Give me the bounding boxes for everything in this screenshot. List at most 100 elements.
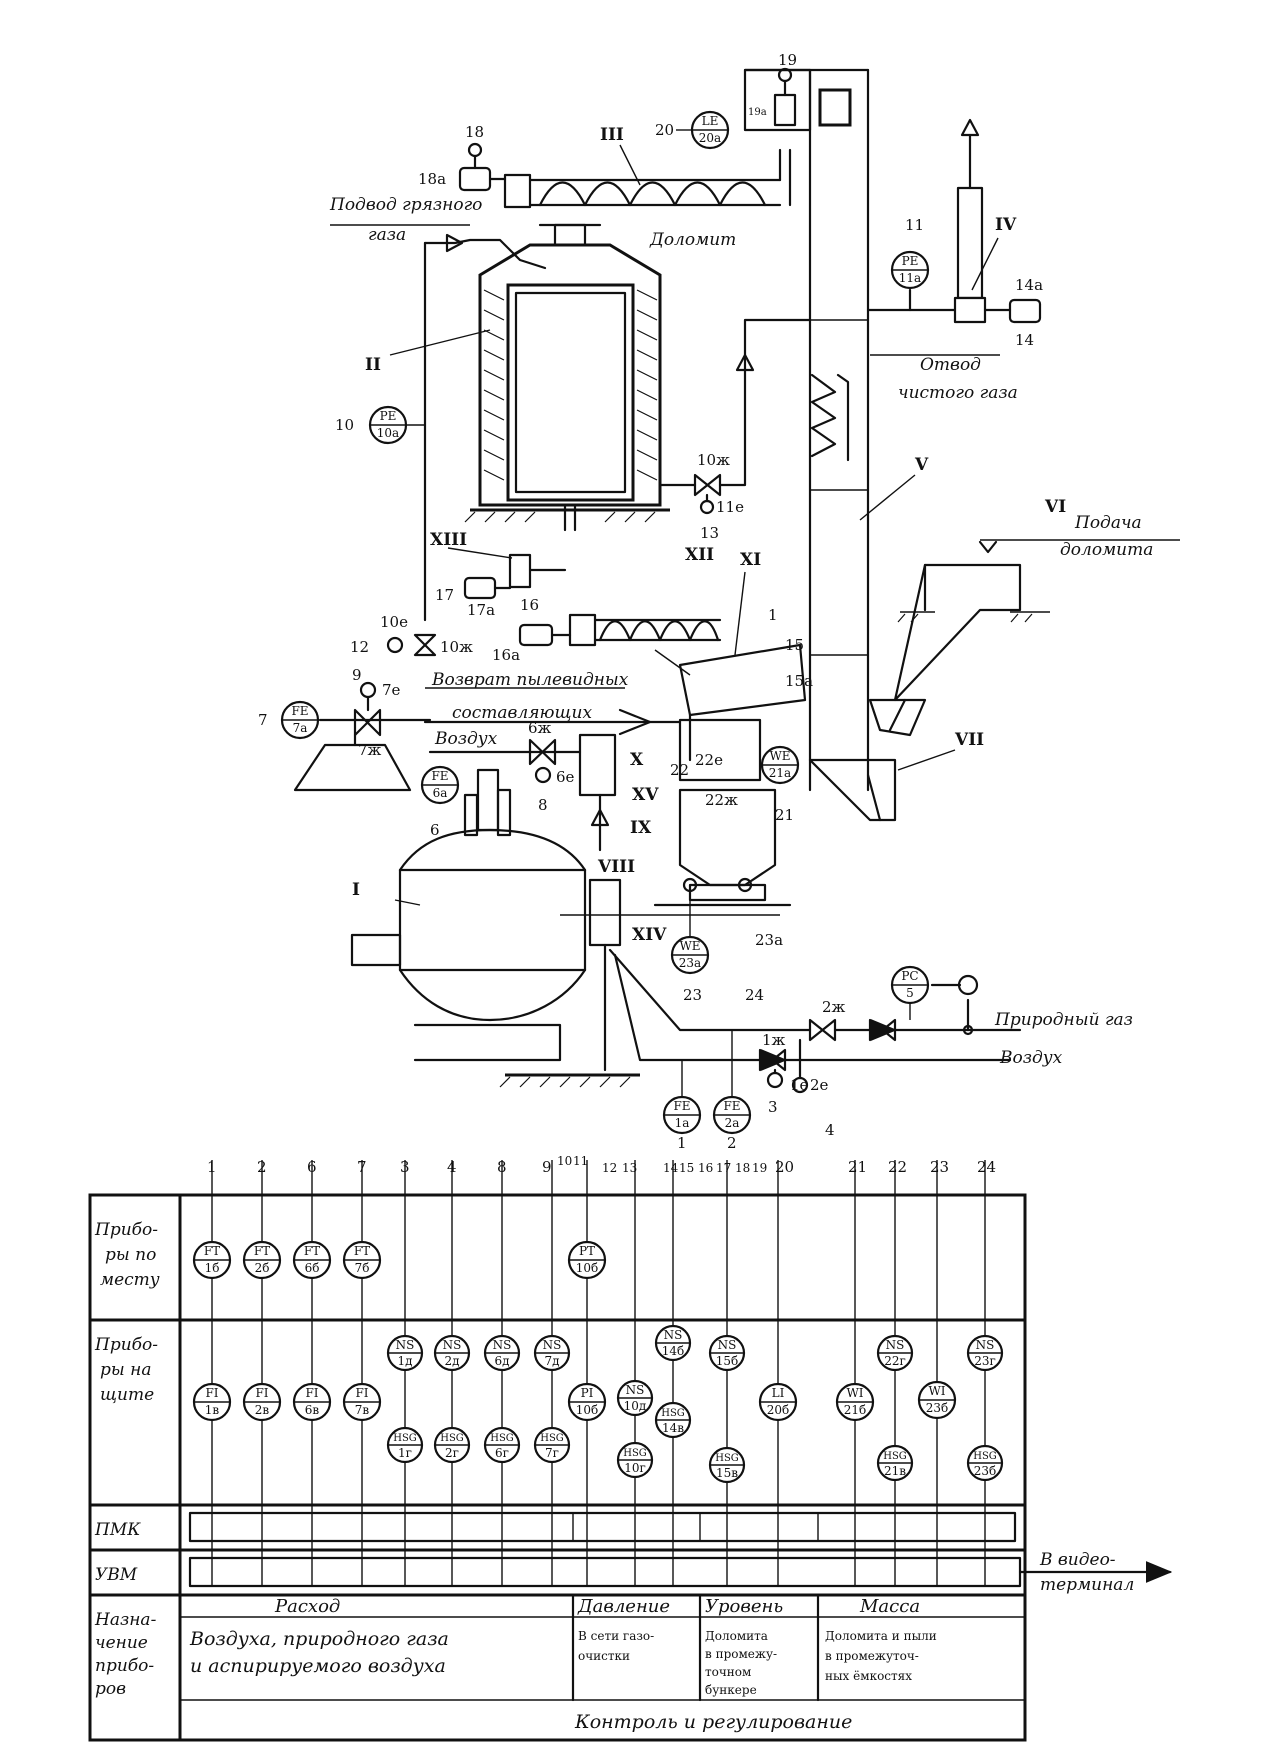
svg-text:WI: WI (846, 1386, 863, 1400)
valve-12 (386, 633, 437, 657)
svg-text:HSG: HSG (715, 1453, 739, 1464)
burner-xiv (588, 878, 1022, 1094)
svg-text:21в: 21в (884, 1464, 906, 1478)
svg-text:V: V (914, 455, 929, 475)
process-labels: Подвод грязного газа Доломит Отвод чисто… (329, 195, 1153, 1068)
svg-text:22е: 22е (695, 751, 723, 769)
instrument-we21: WE 21а 21 (760, 745, 800, 824)
svg-text:21а: 21а (769, 766, 791, 780)
svg-text:7е: 7е (382, 681, 401, 699)
svg-text:10д: 10д (624, 1399, 647, 1413)
category-pressure: Давление (577, 1596, 670, 1617)
filter-outlet-line (658, 318, 812, 515)
svg-text:NS: NS (664, 1328, 683, 1342)
unit-xiii (463, 553, 567, 600)
svg-text:HSG: HSG (440, 1433, 464, 1444)
table-panel-upper: NS 1д NS 2д NS 6д NS 7д NS 14б NS 15б NS… (386, 1324, 1004, 1372)
svg-text:FT: FT (304, 1244, 320, 1258)
svg-text:УВМ: УВМ (95, 1565, 138, 1585)
roman-labels: I II III IV V VI VII VIII IX X XI XII XI… (352, 125, 1066, 945)
svg-text:2: 2 (257, 1158, 267, 1176)
svg-text:7б: 7б (355, 1261, 370, 1275)
label-clean-gas-2: чистого газа (898, 383, 1018, 403)
label-natural-gas: Природный газ (994, 1010, 1133, 1030)
svg-text:18: 18 (465, 123, 484, 141)
svg-text:6е: 6е (556, 768, 575, 786)
svg-text:7а: 7а (293, 721, 308, 735)
screw-conveyor-iii (503, 148, 792, 209)
svg-text:IX: IX (630, 818, 652, 838)
instrument-pc5: PC 5 (890, 965, 930, 1020)
svg-text:FE: FE (431, 769, 448, 783)
label-dirty-gas-1: Подвод грязного (329, 195, 482, 215)
svg-text:17а: 17а (467, 601, 495, 619)
svg-text:X: X (630, 750, 644, 770)
svg-text:I: I (352, 880, 360, 900)
svg-text:2д: 2д (444, 1354, 459, 1368)
label-air-lower: Воздух (999, 1048, 1063, 1068)
svg-text:3: 3 (768, 1098, 778, 1116)
svg-text:23а: 23а (755, 931, 783, 949)
svg-text:2ж: 2ж (822, 998, 846, 1016)
svg-text:2е: 2е (810, 1076, 829, 1094)
svg-text:1: 1 (207, 1158, 217, 1176)
svg-text:FI: FI (205, 1386, 218, 1400)
svg-text:21б: 21б (844, 1403, 867, 1417)
motor-19 (743, 67, 852, 132)
svg-text:10: 10 (557, 1154, 572, 1168)
svg-text:10е: 10е (380, 613, 408, 631)
instrument-pe10: PE 10а 10 (335, 405, 425, 445)
svg-text:LI: LI (772, 1386, 785, 1400)
svg-text:ПМК: ПМК (94, 1520, 141, 1540)
svg-text:17: 17 (716, 1161, 731, 1175)
svg-text:23б: 23б (974, 1464, 997, 1478)
svg-text:NS: NS (976, 1338, 995, 1352)
svg-text:15б: 15б (716, 1354, 739, 1368)
svg-text:3: 3 (400, 1158, 410, 1176)
svg-text:14а: 14а (1015, 276, 1043, 294)
instrument-fe6: FE 6а 6 (420, 765, 460, 839)
svg-text:VI: VI (1044, 497, 1066, 517)
feeder-vii (808, 758, 897, 822)
svg-text:4: 4 (447, 1158, 457, 1176)
svg-text:XII: XII (685, 545, 714, 565)
svg-text:HSG: HSG (540, 1433, 564, 1444)
svg-text:FT: FT (254, 1244, 270, 1258)
svg-text:8: 8 (538, 796, 548, 814)
svg-text:19: 19 (778, 51, 797, 69)
svg-text:7: 7 (357, 1158, 367, 1176)
screw-conveyor-xii (518, 613, 722, 647)
svg-text:ров: ров (95, 1679, 126, 1699)
svg-text:2в: 2в (255, 1403, 270, 1417)
svg-text:6ж: 6ж (528, 719, 552, 737)
instrument-fe7: FE 7а 7 (258, 700, 320, 740)
reactor-i (350, 768, 640, 1088)
svg-text:15а: 15а (785, 672, 813, 690)
svg-text:7в: 7в (355, 1403, 370, 1417)
svg-text:1г: 1г (398, 1446, 412, 1460)
svg-text:20б: 20б (767, 1403, 790, 1417)
svg-text:месту: месту (100, 1270, 160, 1290)
svg-text:щите: щите (100, 1385, 154, 1405)
svg-text:очистки: очистки (578, 1649, 630, 1663)
svg-text:WE: WE (769, 749, 790, 763)
svg-text:прибо-: прибо- (95, 1656, 154, 1676)
svg-text:В видео-: В видео- (1039, 1550, 1116, 1570)
svg-text:HSG: HSG (490, 1433, 514, 1444)
dust-return-line (423, 687, 682, 736)
label-dust-return-1: Возврат пылевидных (431, 670, 629, 690)
svg-text:22ж: 22ж (705, 791, 738, 809)
label-dolomite: Доломит (649, 230, 736, 250)
weigh-hopper-ix (560, 788, 792, 916)
svg-text:23: 23 (683, 986, 702, 1004)
svg-text:1б: 1б (205, 1261, 220, 1275)
svg-text:19а: 19а (748, 107, 767, 118)
svg-text:16а: 16а (492, 646, 520, 664)
svg-text:NS: NS (443, 1338, 462, 1352)
svg-text:6в: 6в (305, 1403, 320, 1417)
svg-text:16: 16 (698, 1161, 713, 1175)
svg-text:Доломита и пыли: Доломита и пыли (825, 1629, 937, 1643)
clean-gas-outlet (866, 118, 1042, 356)
svg-text:22: 22 (670, 761, 689, 779)
table-panel-mid: FI 1в FI 2в FI 6в FI 7в PI 10б NS 10д LI… (192, 1379, 957, 1422)
